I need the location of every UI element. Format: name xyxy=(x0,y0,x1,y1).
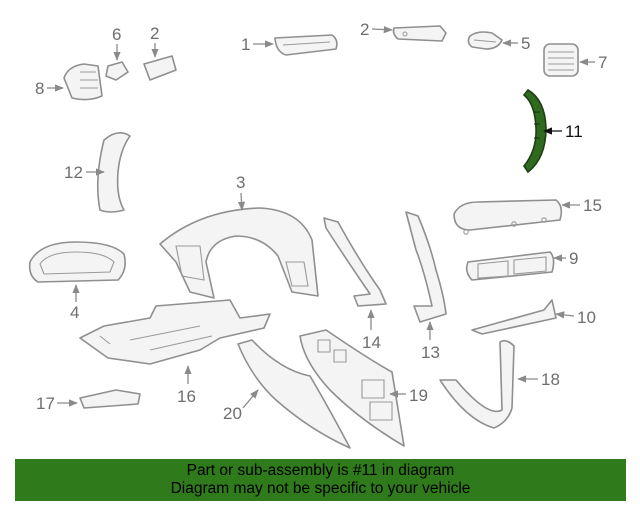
callout-7[interactable]: 7 xyxy=(579,53,607,72)
callout-9[interactable]: 9 xyxy=(553,249,578,268)
part-17-bracket[interactable] xyxy=(79,389,141,409)
callout-1-label: 1 xyxy=(241,35,250,54)
callout-16-label: 16 xyxy=(177,387,196,406)
callout-9-label: 9 xyxy=(569,249,578,268)
callout-14-label: 14 xyxy=(362,333,381,352)
callout-11[interactable]: 11 xyxy=(543,122,583,141)
part-14-side-trim[interactable] xyxy=(323,217,387,307)
part-20-lower-panel[interactable] xyxy=(237,339,351,449)
callout-16[interactable]: 16 xyxy=(177,365,196,406)
part-12-end-cap[interactable] xyxy=(96,132,131,213)
callout-2b-label: 2 xyxy=(360,20,369,39)
callout-8[interactable]: 8 xyxy=(35,79,64,98)
callout-7-label: 7 xyxy=(598,53,607,72)
part-11-end-cap[interactable] xyxy=(522,88,547,174)
callout-5[interactable]: 5 xyxy=(502,34,530,53)
part-16-lower-frame[interactable] xyxy=(79,299,271,365)
callout-18[interactable]: 18 xyxy=(517,370,560,389)
callout-12-label: 12 xyxy=(64,163,83,182)
callout-6[interactable]: 6 xyxy=(112,25,121,61)
callout-2a[interactable]: 2 xyxy=(150,24,159,58)
part-8-vent[interactable] xyxy=(63,63,103,101)
callout-19[interactable]: 19 xyxy=(389,386,428,405)
part-5-vent[interactable] xyxy=(467,31,503,50)
callout-6-label: 6 xyxy=(112,25,121,44)
callout-13[interactable]: 13 xyxy=(421,321,440,362)
callout-20-label: 20 xyxy=(223,404,242,423)
callout-10[interactable]: 10 xyxy=(555,308,596,327)
callout-14[interactable]: 14 xyxy=(362,309,381,352)
part-4-cluster-bezel[interactable] xyxy=(28,241,126,283)
info-banner: Part or sub-assembly is #11 in diagram D… xyxy=(15,459,626,501)
part-3-panel-upper[interactable] xyxy=(159,207,319,299)
callout-11-label: 11 xyxy=(565,122,583,141)
callout-10-label: 10 xyxy=(577,308,596,327)
callout-18-label: 18 xyxy=(541,370,560,389)
callout-17-label: 17 xyxy=(36,394,55,413)
callout-4-label: 4 xyxy=(70,303,79,322)
callout-3[interactable]: 3 xyxy=(236,173,245,211)
part-9-vent[interactable] xyxy=(465,251,555,281)
callout-3-label: 3 xyxy=(236,173,245,192)
part-2-clip[interactable] xyxy=(143,55,177,81)
callout-15-label: 15 xyxy=(583,196,602,215)
callout-2b[interactable]: 2 xyxy=(360,20,393,39)
part-13-side-trim[interactable] xyxy=(405,211,447,323)
callout-8-label: 8 xyxy=(35,79,44,98)
part-1-trim[interactable] xyxy=(274,34,338,56)
callout-19-label: 19 xyxy=(409,386,428,405)
part-6-clip[interactable] xyxy=(105,61,129,81)
banner-line-2: Diagram may not be specific to your vehi… xyxy=(170,480,471,497)
part-15-trim-panel[interactable] xyxy=(453,199,563,235)
callout-1[interactable]: 1 xyxy=(241,35,274,54)
banner-line-1: Part or sub-assembly is #11 in diagram xyxy=(186,462,455,479)
part-10-trim-strip[interactable] xyxy=(471,299,557,335)
callout-17[interactable]: 17 xyxy=(36,394,78,413)
callout-20[interactable]: 20 xyxy=(223,389,259,423)
part-2-upper-panel[interactable] xyxy=(392,25,447,42)
parts-diagram: 1 2 5 7 6 2 xyxy=(28,20,607,449)
callout-15[interactable]: 15 xyxy=(561,196,602,215)
part-7-vent[interactable] xyxy=(543,43,579,77)
callout-2a-label: 2 xyxy=(150,24,159,43)
part-19-knee-bolster[interactable] xyxy=(299,329,405,447)
callout-12[interactable]: 12 xyxy=(64,163,105,182)
callout-4[interactable]: 4 xyxy=(70,284,80,322)
part-18-glove-box-trim[interactable] xyxy=(439,339,515,429)
callout-5-label: 5 xyxy=(521,34,530,53)
callout-13-label: 13 xyxy=(421,343,440,362)
